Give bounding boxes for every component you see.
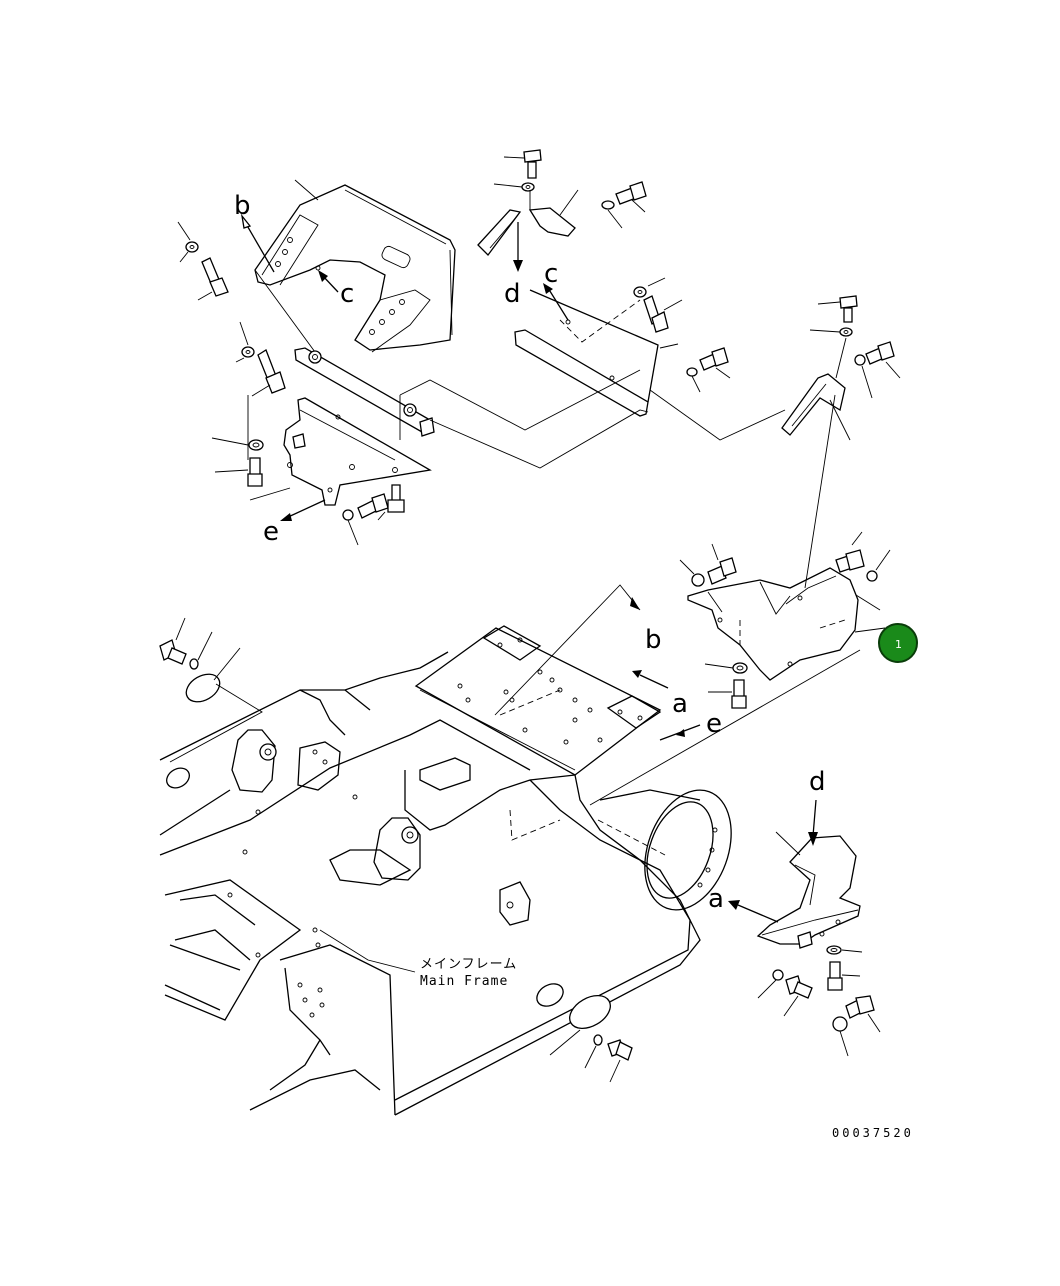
- label-a-mid: a: [672, 689, 688, 719]
- label-e-mid: e: [706, 709, 722, 739]
- arrow-a-right: [737, 904, 779, 923]
- arrow-d-right: [812, 799, 817, 837]
- bolt-icon: [731, 679, 747, 709]
- label-b-mid: b: [645, 625, 662, 655]
- bottom-right-bracket: [756, 835, 861, 949]
- part-marker[interactable]: 1: [878, 623, 918, 663]
- arrow-e-left: [285, 499, 326, 519]
- main-frame-label-jp: メインフレーム: [420, 957, 517, 972]
- arrow-b-top: [244, 221, 275, 273]
- label-b-top: b: [234, 191, 251, 221]
- bolt-icon: [839, 295, 858, 323]
- left-bracket-plate: [283, 397, 432, 506]
- bolt-icon: [607, 1039, 633, 1061]
- label-d-right: d: [809, 767, 826, 797]
- bolt-icon: [523, 149, 542, 179]
- arrow-c-mid: [547, 287, 569, 321]
- bolt-icon: [827, 961, 843, 991]
- bolt-icon: [159, 639, 187, 665]
- bolt-icon: [707, 557, 737, 585]
- top-middle-bracket: [477, 207, 576, 256]
- right-cover-plate: [687, 567, 859, 681]
- bolt-icon: [699, 347, 729, 371]
- bolt-icon: [865, 341, 895, 365]
- bolt-icon: [835, 549, 865, 573]
- label-c-mid: c: [544, 259, 558, 289]
- label-c-top: c: [340, 279, 354, 309]
- main-frame-assembly: [159, 625, 732, 1116]
- main-frame-label-en: Main Frame: [420, 974, 508, 989]
- bolt-icon: [643, 295, 669, 333]
- bolt-icon: [615, 181, 647, 205]
- label-d-top: d: [504, 279, 521, 309]
- bolt-icon: [357, 493, 389, 519]
- bolt-icon: [247, 457, 263, 487]
- arrow-a-mid: [639, 674, 669, 689]
- right-small-bracket: [781, 373, 846, 436]
- bolt-icon: [785, 975, 813, 999]
- bolt-icon: [257, 349, 286, 394]
- label-a-right: a: [708, 884, 724, 914]
- bolt-icon: [387, 484, 405, 513]
- bolt-icon: [845, 995, 875, 1019]
- label-e-left: e: [263, 517, 279, 547]
- left-bracket-bar: [294, 347, 435, 440]
- part-marker-number: 1: [895, 638, 902, 651]
- middle-angle-bar: [514, 289, 659, 417]
- small-cover: [185, 673, 221, 703]
- upper-left-cover: [254, 184, 456, 353]
- drawing-number: 00037520: [832, 1126, 914, 1140]
- bolt-icon: [201, 257, 229, 297]
